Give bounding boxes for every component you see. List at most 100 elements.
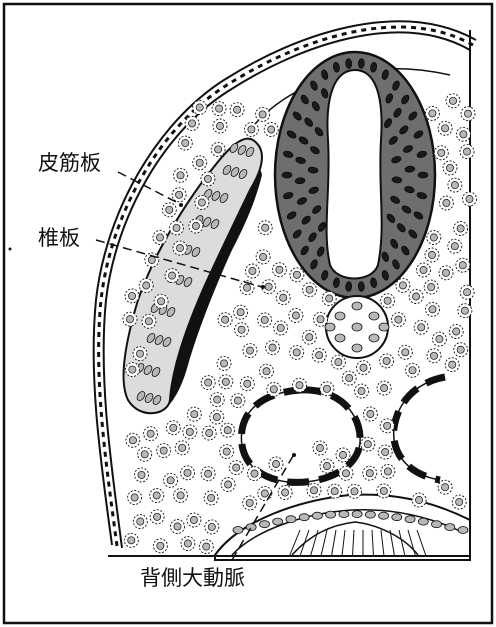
mesenchyme-cell-nucleus: [438, 149, 445, 156]
mesenchyme-cell-nucleus: [442, 269, 449, 276]
mesenchyme-cell-nucleus: [148, 256, 155, 263]
neural-tube: [275, 52, 435, 298]
gut-cell: [458, 527, 468, 534]
mesenchyme-cell-nucleus: [143, 282, 150, 289]
mesenchyme-cell-nucleus: [196, 104, 203, 111]
mesenchyme-cell-nucleus: [182, 140, 189, 147]
mesenchyme-cell-nucleus: [463, 148, 470, 155]
mesenchyme-cell-nucleus: [198, 199, 205, 206]
dermomyotome: [123, 139, 262, 414]
mesenchyme-cell-nucleus: [222, 316, 229, 323]
dorsal-aorta-right: [394, 377, 445, 480]
notochord: [325, 296, 389, 358]
mesenchyme-cell-nucleus: [145, 318, 152, 325]
mesenchyme-cell-nucleus: [169, 272, 176, 279]
mesenchyme-cell-nucleus: [409, 367, 416, 374]
mesenchyme-cell-nucleus: [154, 513, 161, 520]
mesenchyme-cell-nucleus: [176, 191, 183, 198]
gut-cell: [339, 511, 349, 518]
mesenchyme-cell-nucleus: [186, 428, 193, 435]
mesenchyme-cell-nucleus: [261, 316, 268, 323]
mesenchyme-cell-nucleus: [430, 234, 437, 241]
mesenchyme-cell-nucleus: [381, 385, 388, 392]
mesenchyme-cell-nucleus: [395, 316, 402, 323]
mesenchyme-cell-nucleus: [316, 444, 323, 451]
mesenchyme-cell-nucleus: [216, 105, 223, 112]
mesenchyme-cell-nucleus: [213, 414, 220, 421]
mesenchyme-cell-nucleus: [383, 357, 390, 364]
mesenchyme-cell-nucleus: [339, 451, 346, 458]
mesenchyme-cell-nucleus: [184, 469, 191, 476]
mesenchyme-cell-nucleus: [269, 344, 276, 351]
mesenchyme-cell-nucleus: [206, 429, 213, 436]
mesenchyme-cell-nucleus: [310, 487, 317, 494]
mesenchyme-cell-nucleus: [234, 106, 241, 113]
notochord-cell: [352, 302, 362, 310]
mesenchyme-cell-nucleus: [346, 375, 353, 382]
mesenchyme-cell-nucleus: [176, 245, 183, 252]
mesenchyme-cell-nucleus: [453, 328, 460, 335]
mesenchyme-cell-nucleus: [460, 131, 467, 138]
label-sclerotome: 椎板: [38, 228, 80, 249]
mesenchyme-cell-nucleus: [225, 481, 232, 488]
mesenchyme-cell-nucleus: [189, 120, 196, 127]
mesenchyme-cell-nucleus: [268, 126, 275, 133]
mesenchyme-cell-nucleus: [272, 460, 279, 467]
gut-cell: [246, 524, 256, 531]
mesenchyme-cell-nucleus: [141, 451, 148, 458]
mesenchyme-cell-nucleus: [237, 309, 244, 316]
mesenchyme-cell-nucleus: [262, 224, 269, 231]
mesenchyme-cell-nucleus: [293, 349, 300, 356]
mesenchyme-cell-nucleus: [244, 380, 251, 387]
mesenchyme-cell-nucleus: [179, 444, 186, 451]
mesenchyme-cell-nucleus: [384, 468, 391, 475]
mesenchyme-cell-nucleus: [196, 159, 203, 166]
mesenchyme-cell-nucleus: [177, 492, 184, 499]
gut-cell: [286, 516, 296, 523]
mesenchyme-cell-nucleus: [263, 368, 270, 375]
mesenchyme-cell-nucleus: [360, 364, 367, 371]
mesenchyme-cell-nucleus: [191, 411, 198, 418]
mesenchyme-cell-nucleus: [233, 464, 240, 471]
mesenchyme-cell-nucleus: [234, 397, 241, 404]
mesenchyme-cell-nucleus: [416, 496, 423, 503]
mesenchyme-cell-nucleus: [276, 266, 283, 273]
mesenchyme-cell-nucleus: [323, 385, 330, 392]
mesenchyme-cell-nucleus: [153, 492, 160, 499]
mesenchyme-cell-nucleus: [449, 361, 456, 368]
mesenchyme-cell-nucleus: [464, 110, 471, 117]
mesenchyme-cell-nucleus: [251, 470, 258, 477]
gut-cell: [432, 521, 442, 528]
mesenchyme-cell-nucleus: [317, 316, 324, 323]
mesenchyme-cell-nucleus: [222, 378, 229, 385]
mesenchyme-cell-nucleus: [366, 470, 373, 477]
mesenchyme-cell-nucleus: [358, 388, 365, 395]
gut-cell: [299, 514, 309, 521]
mesenchyme-cell-nucleus: [243, 284, 250, 291]
mesenchyme-cell-nucleus: [214, 396, 221, 403]
mesenchyme-cell-nucleus: [208, 523, 215, 530]
mesenchyme-cell-nucleus: [261, 490, 268, 497]
mesenchyme-cell-nucleus: [170, 424, 177, 431]
mesenchyme-cell-nucleus: [449, 97, 456, 104]
mesenchyme-cell-nucleus: [158, 298, 165, 305]
mesenchyme-cell-nucleus: [335, 359, 342, 366]
mesenchyme-cell-nucleus: [442, 125, 449, 132]
mesenchyme-cell-nucleus: [184, 540, 191, 547]
gut-cell: [418, 518, 428, 525]
gut-cell: [392, 514, 402, 521]
mesenchyme-cell-nucleus: [451, 243, 458, 250]
mesenchyme-cell-nucleus: [296, 382, 303, 389]
mesenchyme-cell-nucleus: [430, 352, 437, 359]
gut-cell: [379, 512, 389, 519]
mesenchyme-cell-nucleus: [203, 543, 210, 550]
mesenchyme-cell-nucleus: [270, 386, 277, 393]
mesenchyme-cell-nucleus: [402, 349, 409, 356]
mesenchyme-cell-nucleus: [429, 306, 436, 313]
mesenchyme-cell-nucleus: [384, 297, 391, 304]
mesenchyme-cell-nucleus: [160, 447, 167, 454]
mesenchyme-cell-nucleus: [342, 470, 349, 477]
mesenchyme-cell-nucleus: [466, 195, 473, 202]
mesenchyme-cell-nucleus: [157, 542, 164, 549]
